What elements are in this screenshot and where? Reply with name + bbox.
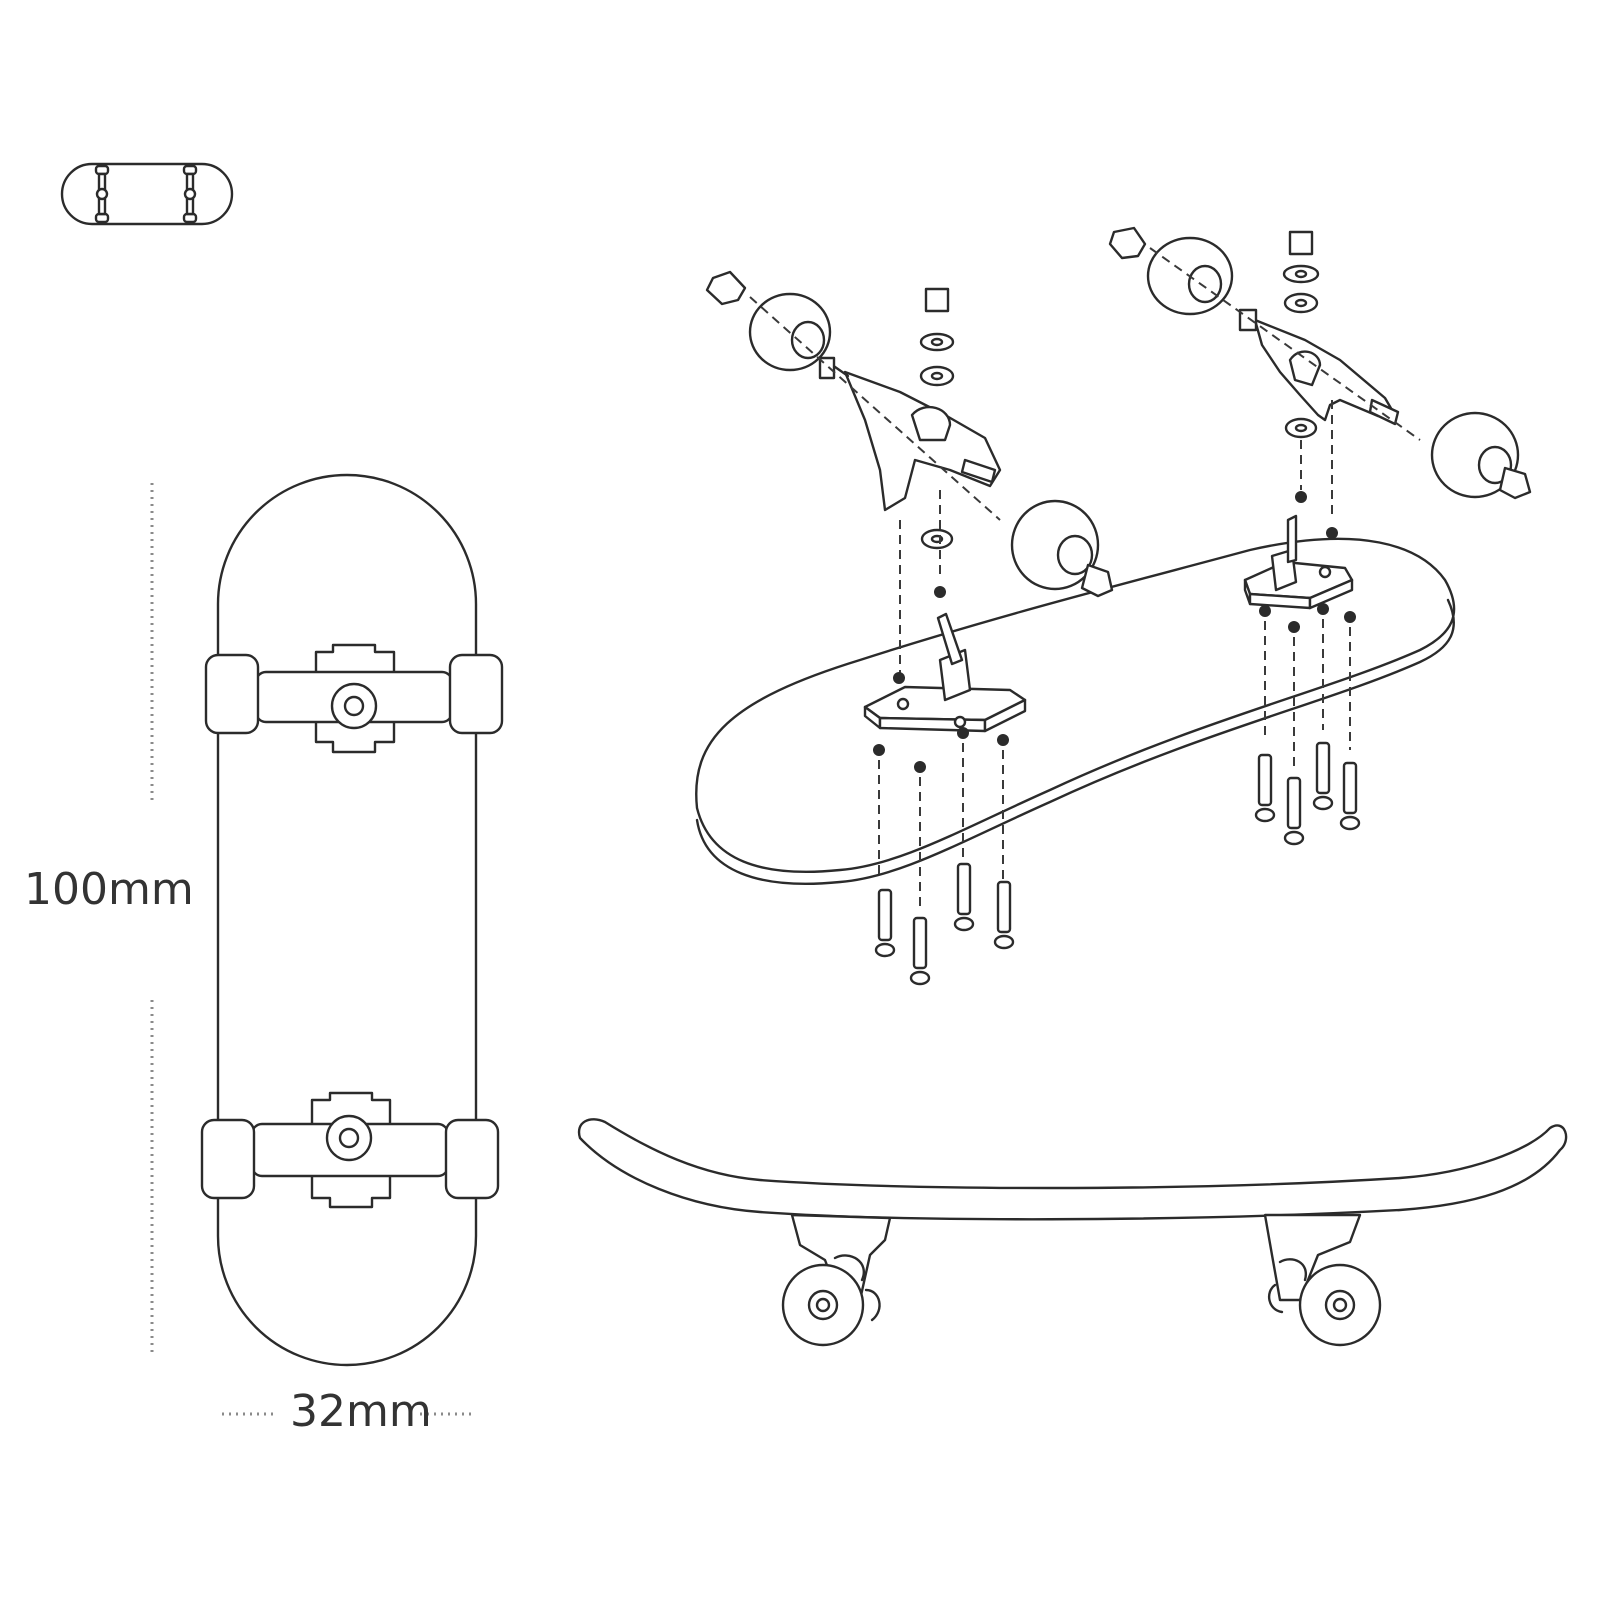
wheel-bottom-right bbox=[444, 1118, 500, 1200]
right-hanger bbox=[1253, 318, 1394, 422]
left-axle-nut-lower bbox=[1080, 563, 1114, 598]
mini-truck-right bbox=[182, 164, 198, 224]
side-truck-right bbox=[1263, 1213, 1382, 1347]
deck-side bbox=[577, 1118, 1568, 1221]
length-label: 100mm bbox=[24, 864, 194, 915]
top-view bbox=[150, 473, 504, 1416]
deck-edge bbox=[695, 598, 1455, 886]
left-kingpin-nut bbox=[924, 287, 950, 313]
exploded-view bbox=[695, 226, 1532, 986]
top-truck bbox=[204, 643, 504, 754]
left-truck-assembly bbox=[705, 270, 1114, 986]
deck-top-outline bbox=[216, 473, 478, 1367]
wheel-top-right bbox=[448, 653, 504, 735]
right-kingpin-nut bbox=[1288, 230, 1314, 256]
side-truck-left bbox=[781, 1213, 892, 1347]
side-view bbox=[577, 1118, 1568, 1347]
wheel-bottom-left bbox=[200, 1118, 256, 1200]
bottom-truck bbox=[200, 1091, 500, 1209]
width-label: 32mm bbox=[290, 1386, 432, 1437]
left-axle-nut-upper bbox=[705, 270, 747, 306]
right-axle-nut-upper bbox=[1108, 226, 1147, 260]
right-kingpin bbox=[1286, 514, 1298, 564]
right-axle-nut-lower bbox=[1498, 466, 1532, 500]
wheel-top-left bbox=[204, 653, 260, 735]
left-kingpin bbox=[936, 612, 964, 666]
right-screws bbox=[1254, 741, 1361, 846]
left-screws bbox=[874, 862, 1015, 986]
right-truck-assembly bbox=[1108, 226, 1532, 846]
mini-truck-left bbox=[94, 164, 110, 224]
mini-skateboard-icon bbox=[60, 162, 234, 226]
